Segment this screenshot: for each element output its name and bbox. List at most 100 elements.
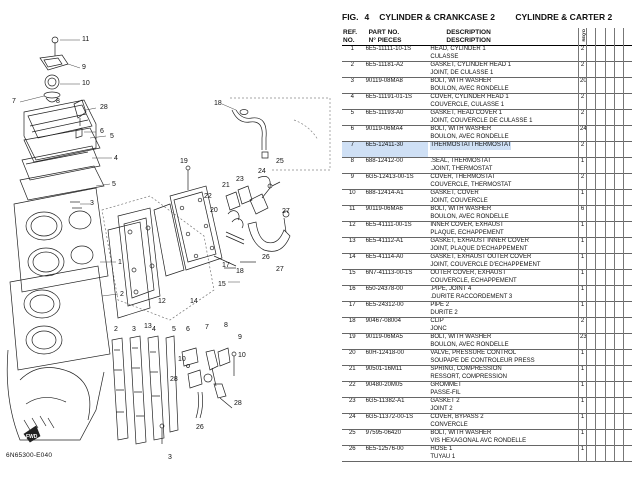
pipe-illustration bbox=[230, 97, 331, 171]
extra-cell bbox=[595, 333, 606, 350]
callout-13: 13 bbox=[144, 323, 152, 330]
description-fr: VIS HEXAGONAL AVC RONDELLE bbox=[430, 437, 527, 444]
part-qty-cell: 24 bbox=[578, 125, 587, 142]
part-number-cell: 6E5-12576-00 bbox=[365, 446, 404, 453]
part-number-cell: 90119-06MA4 bbox=[365, 126, 403, 133]
part-ref-cell: 26 bbox=[348, 446, 356, 453]
extra-cell bbox=[586, 413, 596, 430]
extra-cell bbox=[613, 349, 624, 366]
extra-cell bbox=[586, 61, 596, 78]
cylinder-block-illustration bbox=[6, 36, 111, 443]
extra-cell bbox=[595, 93, 606, 110]
part-qty-cell: 20 bbox=[578, 77, 587, 94]
part-number-cell: 6E5-11193-A0 bbox=[365, 110, 404, 117]
callout-10: 10 bbox=[82, 80, 90, 87]
description-en: BOLT, WITH WASHER bbox=[430, 126, 492, 133]
extra-cell bbox=[623, 429, 632, 446]
description-en: .PIPE, JOINT 4 bbox=[430, 286, 472, 293]
extra-cell bbox=[604, 77, 615, 94]
description-en: BOLT, WITH WASHER bbox=[430, 334, 492, 341]
part-ref-cell: 5 bbox=[350, 110, 354, 117]
part-qty-cell: 1 bbox=[578, 269, 587, 286]
part-number-cell: 6E5-41111-00-1S bbox=[365, 222, 412, 229]
extra-cell bbox=[586, 381, 596, 398]
extra-cell bbox=[613, 77, 624, 94]
extra-cell bbox=[604, 189, 615, 206]
callout-2: 2 bbox=[120, 291, 124, 298]
part-number-cell: 6G5-11382-A1 bbox=[365, 398, 405, 405]
extra-cell bbox=[613, 317, 624, 334]
extra-cell bbox=[623, 157, 632, 174]
description-en: THERMOSTAT bbox=[430, 142, 471, 150]
extra-cell bbox=[595, 253, 606, 270]
description-en: GASKET, HEAD COVER 1 bbox=[430, 110, 503, 117]
callout-7: 7 bbox=[12, 98, 16, 105]
extra-cell bbox=[595, 157, 606, 174]
callout-24: 24 bbox=[258, 168, 266, 175]
part-ref-cell: 2 bbox=[350, 62, 354, 69]
extra-cell bbox=[613, 141, 624, 158]
extra-cell bbox=[623, 285, 632, 302]
callout-23: 23 bbox=[236, 176, 244, 183]
part-number-cell: 650-24378-00 bbox=[365, 286, 403, 293]
extra-cell bbox=[595, 205, 606, 222]
part-qty-cell: 1 bbox=[578, 221, 587, 238]
part-qty-cell: 2 bbox=[578, 93, 587, 110]
part-number-cell: 90501-16M11 bbox=[365, 366, 403, 373]
lower-parts-illustration bbox=[111, 335, 237, 445]
extra-cell bbox=[604, 445, 615, 462]
extra-cell bbox=[586, 189, 596, 206]
part-ref-cell: 14 bbox=[348, 254, 356, 261]
extra-cell bbox=[595, 413, 606, 430]
part-qty-cell: 2 bbox=[578, 61, 587, 78]
part-number-cell: 90119-06MA6 bbox=[365, 206, 403, 213]
part-ref-cell: 6 bbox=[350, 126, 354, 133]
extra-cell bbox=[613, 189, 624, 206]
extra-cell bbox=[595, 429, 606, 446]
extra-cell bbox=[604, 413, 615, 430]
description-en: HEAD, CYLINDER 1 bbox=[430, 46, 486, 53]
extra-cell bbox=[604, 253, 615, 270]
extra-cell bbox=[604, 285, 615, 302]
callout-20: 20 bbox=[210, 207, 218, 214]
figure-title-en: CYLINDER & CRANKCASE 2 bbox=[379, 12, 495, 22]
callout-25: 25 bbox=[276, 158, 284, 165]
callout-2b: 2 bbox=[114, 326, 118, 333]
description-fr: COUVERCLE, ECHAPPEMENT bbox=[430, 277, 517, 284]
extra-cell bbox=[623, 253, 632, 270]
